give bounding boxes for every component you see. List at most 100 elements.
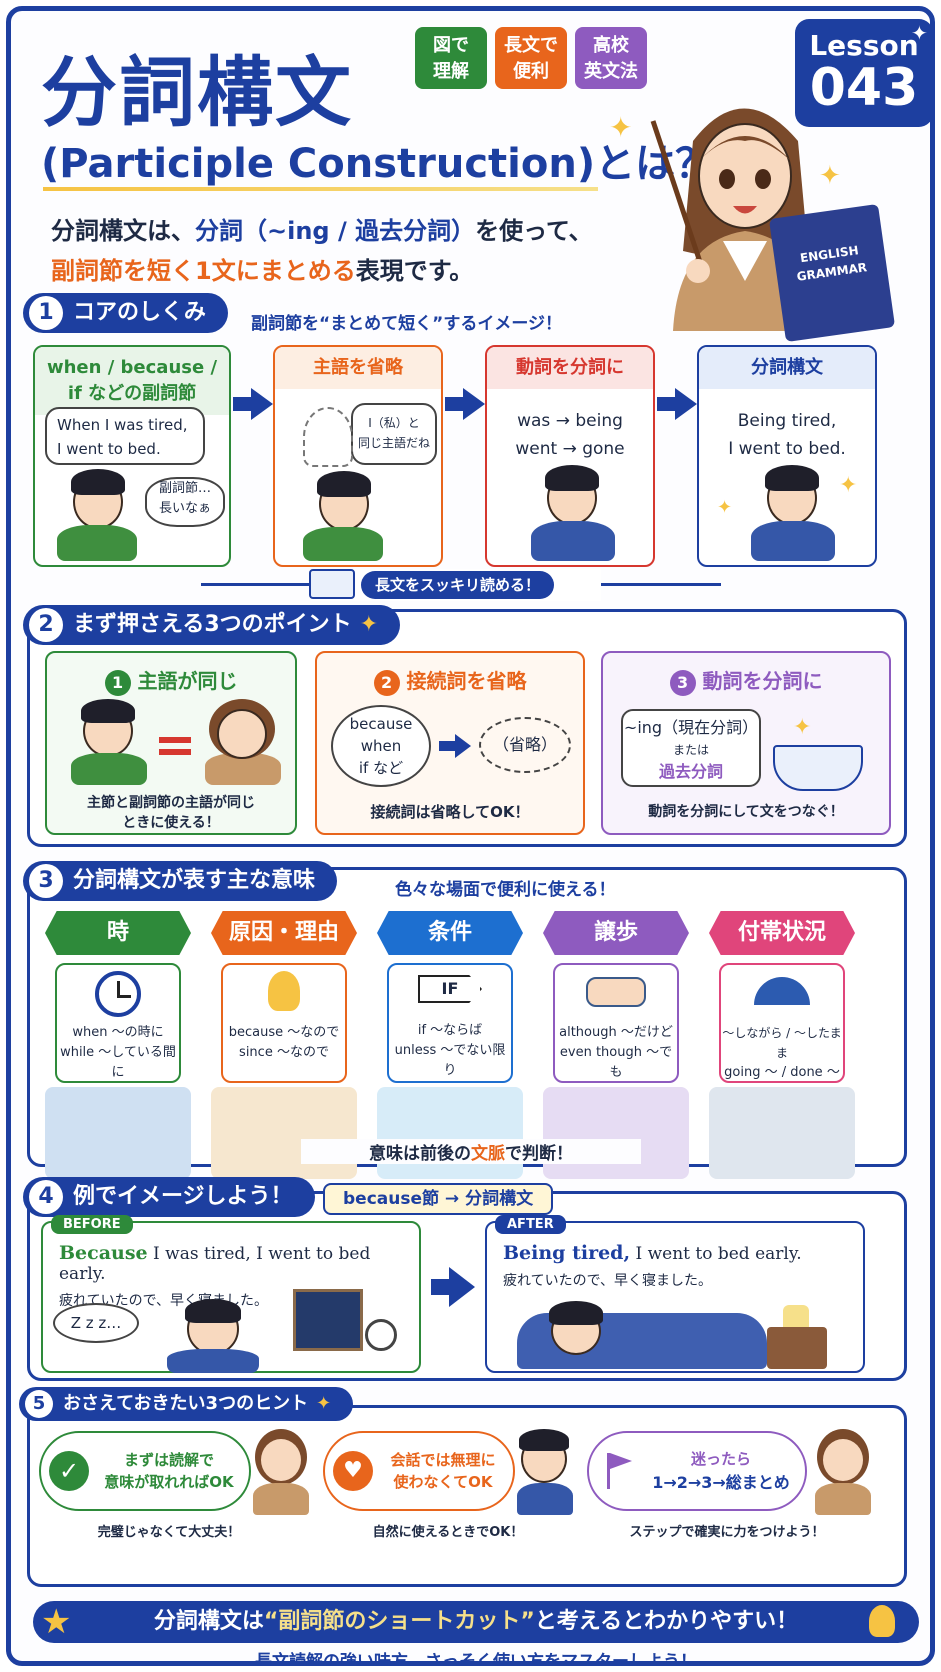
teacher-pointing-illustration [813,1429,871,1515]
handshake-icon [586,977,646,1007]
scene-illustration [211,1087,357,1179]
hint-caption: 完璧じゃなくて大丈夫！ [97,1525,241,1540]
section2-header: 2 まず押さえる3つのポイント ✦ [23,605,401,645]
section2-number: 2 [29,608,63,642]
result-sentence: Being tired, I went to bed. [699,407,875,463]
footer-text: で判断！ [505,1144,573,1164]
step-card-participle-construction: 分詞構文 Being tired, I went to bed. ✦ ✦ [697,345,877,567]
participle-line: ~ing（現在分詞） [623,718,759,737]
check-icon: ✓ [49,1451,89,1491]
section1-number: 1 [29,296,63,330]
meaning-card-condition: 条件 IF if ～ならば unless ～でない限り [377,911,523,1179]
sparkle-icon: ✦ [819,161,841,191]
meaning-box: although ～だけど even though ～でも [553,963,679,1083]
before-example: BEFORE Because I was tired, I went to be… [41,1215,421,1373]
arrow [439,741,457,751]
section3-number: 3 [29,864,63,898]
before-badge: BEFORE [51,1215,133,1234]
conversion-pill: because節 → 分詞構文 [323,1183,554,1215]
heart-icon: ♥ [333,1451,373,1491]
meaning-line: unless ～でない限り [394,1043,506,1078]
point-title: 1 主語が同じ [47,665,295,696]
section5-title: おさえておきたい3つのヒント [63,1393,309,1414]
participle-box: ~ing（現在分詞） または 過去分詞 [621,709,761,787]
after-example: AFTER Being tired, I went to bed early. … [485,1215,865,1373]
sleep-bubble: Z z z… [53,1303,139,1343]
verb-change: was → being went → gone [487,407,653,463]
scene-illustration [543,1087,689,1179]
night-window-icon [293,1289,363,1351]
section3-title: 分詞構文が表す主な意味 [73,868,316,893]
before-sentence: Because I was tired, I went to bed early… [59,1242,419,1284]
point-number: 3 [669,670,696,696]
flow-arrow [233,397,253,411]
footer-subtext: 長文読解の強い味方。さっそく使い方をマスターしよう！ [255,1652,697,1666]
scene-illustration [377,1087,523,1179]
step-title: 分詞構文 [699,347,875,389]
point-caption: 接続詞は省略してOK！ [370,803,530,821]
after-translation: 疲れていたので、早く寝ました。 [503,1273,713,1289]
meaning-line: even though ～でも [559,1045,673,1080]
intro-highlight: 分詞（~ing / 過去分詞） [195,217,476,245]
omitted-subject-outline [303,407,353,467]
footer-highlight: “副詞節のショートカット” [263,1609,535,1634]
title-underline [43,187,598,191]
meaning-box: ～しながら / ～したまま going ～ / done ～ [719,963,845,1083]
lesson-label: Lesson [809,29,919,62]
scene-illustration [709,1087,855,1179]
point-card-same-subject: 1 主語が同じ 主節と副詞節の主語が同じ ときに使える！ [45,651,297,835]
tag-diagram: 図で 理解 [415,27,487,89]
before-highlight: Because [59,1242,148,1264]
lightbulb-icon [268,971,300,1011]
footer-text: と考えるとわかりやすい！ [534,1609,799,1634]
section1-note: 副詞節を“まとめて短く”するイメージ！ [251,314,563,334]
section3-header: 3 分詞構文が表す主な意味 [23,861,338,901]
sparkle-icon: ✦ [911,21,928,45]
section3-footer: 意味は前後の文脈で判断！ [301,1139,641,1164]
sparkle-icon: ✦ [609,111,633,144]
alarm-clock-icon [365,1319,397,1351]
flow-arrow [445,397,465,411]
hint-line: 1→2→3→総まとめ [652,1473,790,1492]
meaning-box: when ～の時に while ～している間に [55,963,181,1083]
after-highlight: Being tired, [503,1242,631,1264]
meaning-line: if ～ならば [417,1023,483,1038]
verb-change-line: went → gone [515,439,625,459]
hint-text: 迷ったら 1→2→3→総まとめ [637,1447,805,1495]
sparkle-icon: ✦ [359,612,379,637]
flow-arrow [657,397,677,411]
boy-writing-illustration [523,465,623,561]
lamp-icon [783,1305,809,1327]
point-title-text: 動詞を分詞に [702,669,823,693]
open-book-icon [773,745,863,791]
before-text: I was tired, I went to bed early. [59,1244,371,1284]
speech-bubble: I（私）と 同じ主語だね [351,403,437,465]
meaning-card-accompanying: 付帯状況 ～しながら / ～したまま going ～ / done ～ [709,911,855,1179]
omitted-bubble: （省略） [479,717,571,773]
section5-number: 5 [25,1390,53,1418]
meaning-line: because ～なので [228,1025,340,1040]
section4-title: 例でイメージしよう！ [73,1184,293,1209]
point-title: 2 接続詞を省略 [317,665,583,696]
nightstand-icon [767,1327,827,1369]
verb-change-line: was → being [517,411,623,431]
point-title: 3 動詞を分詞に [603,665,889,696]
conjunction-bubble: because when if など [331,705,431,787]
equals-icon [159,749,191,755]
sparkle-icon: ✦ [839,473,858,498]
hint-line: 意味が取れればOK [104,1473,234,1491]
meaning-label: 原因・理由 [211,911,357,955]
result-line: Being tired, [737,411,837,431]
meaning-line: since ～なので [239,1045,329,1060]
star-icon: ★ [41,1602,72,1642]
section2-title: まず押さえる3つのポイント [73,612,352,637]
teacher-thumbsup-illustration [251,1429,309,1515]
participle-line: または [672,743,709,757]
step-card-verb-to-participle: 動詞を分詞に was → being went → gone [485,345,655,567]
tag-high-school: 高校 英文法 [575,27,647,89]
sparkle-icon: ✦ [316,1393,332,1414]
meaning-line: while ～している間に [60,1045,176,1080]
step-card-adverb-clause: when / because / if などの副詞節 When I was ti… [33,345,231,567]
clock-icon [95,971,141,1017]
sign-icon: IF [418,975,482,1003]
